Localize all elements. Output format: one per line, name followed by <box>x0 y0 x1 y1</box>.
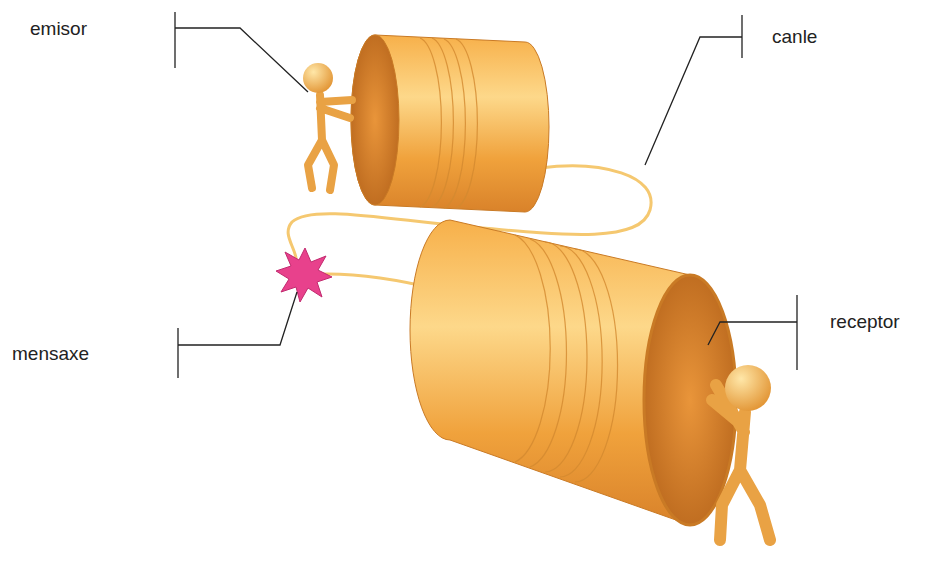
top-can-ridges <box>420 38 477 208</box>
bottom-can <box>410 220 736 525</box>
part-label: canle <box>772 26 817 49</box>
top-can <box>351 35 549 212</box>
part-label: mensaxe <box>12 343 89 366</box>
leader-lines <box>175 12 797 378</box>
top-can-end <box>351 35 399 205</box>
sender-figure <box>303 63 352 190</box>
receiver-figure <box>712 365 771 540</box>
part-label: emisor <box>30 18 87 41</box>
part-label: receptor <box>830 311 900 334</box>
bottom-can-ridges <box>515 235 618 482</box>
message-burst <box>276 248 332 302</box>
